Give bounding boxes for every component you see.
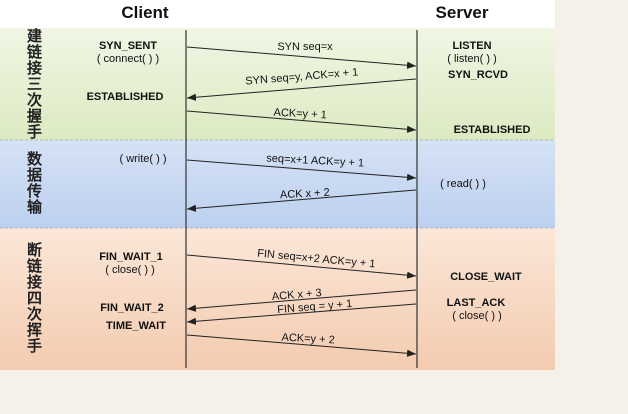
- client-state-time-wait: TIME_WAIT: [106, 320, 166, 332]
- phase-label-transfer: 数据传输: [25, 150, 43, 215]
- arrow-syn: [186, 46, 417, 69]
- arrow-ack: [186, 110, 417, 133]
- server-call-close: ( close( ) ): [452, 310, 502, 322]
- client-call-write: ( write( ) ): [119, 153, 166, 165]
- msg-label-7: ACK x + 3: [271, 287, 322, 303]
- client-state-fin-wait-1: FIN_WAIT_1: [99, 251, 163, 263]
- header-band: [0, 0, 555, 28]
- msg-label-3: ACK=y + 1: [273, 107, 327, 122]
- msg-label-4: seq=x+1 ACK=y + 1: [266, 152, 364, 169]
- teardown-band: [0, 228, 555, 370]
- phase-label-teardown: 断链接四次挥手: [25, 241, 43, 354]
- msg-label-9: ACK=y + 2: [281, 332, 335, 347]
- transfer-band: [0, 140, 555, 228]
- server-state-established: ESTABLISHED: [454, 124, 531, 136]
- arrow-data: [186, 159, 417, 181]
- client-state-fin-wait-2: FIN_WAIT_2: [100, 302, 164, 314]
- handshake-band: [0, 28, 555, 140]
- server-state-close-wait: CLOSE_WAIT: [450, 271, 522, 283]
- msg-label-1: SYN seq=x: [277, 41, 333, 53]
- server-header: Server: [436, 3, 489, 22]
- server-state-last-ack: LAST_ACK: [447, 297, 506, 309]
- server-call-read: ( read( ) ): [440, 178, 486, 190]
- client-state-syn-sent: SYN_SENT: [99, 40, 157, 52]
- server-state-listen: LISTEN: [452, 40, 491, 52]
- arrow-fin-client: [186, 254, 417, 279]
- server-call-listen: ( listen( ) ): [447, 53, 497, 65]
- phase-label-handshake: 建链接三次握手: [25, 27, 43, 140]
- message-arrows: [186, 46, 417, 357]
- client-state-established: ESTABLISHED: [87, 91, 164, 103]
- arrow-fin-server: [186, 303, 417, 325]
- server-state-syn-rcvd: SYN_RCVD: [448, 69, 508, 81]
- arrow-data-ack: [186, 189, 417, 212]
- arrow-syn-ack: [186, 78, 417, 101]
- client-call-connect: ( connect( ) ): [97, 53, 159, 65]
- client-header: Client: [121, 3, 169, 22]
- msg-label-5: ACK x + 2: [280, 187, 330, 202]
- client-call-close: ( close( ) ): [105, 264, 155, 276]
- arrow-last-ack: [186, 334, 417, 357]
- arrow-fin-ack: [186, 289, 417, 312]
